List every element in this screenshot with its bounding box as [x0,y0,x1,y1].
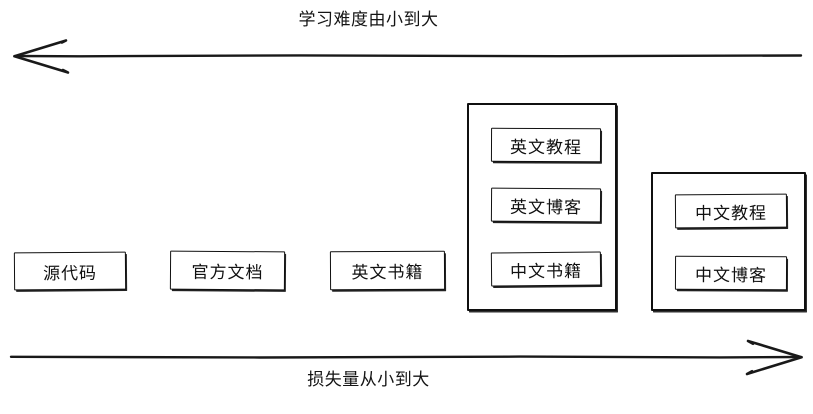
node-source-code[interactable]: 源代码 [13,251,127,291]
node-official-docs[interactable]: 官方文档 [169,250,286,291]
node-chinese-tutorial[interactable]: 中文教程 [674,193,788,229]
node-chinese-blog[interactable]: 中文博客 [674,255,788,291]
node-english-tutorial[interactable]: 英文教程 [490,127,602,163]
difficulty-axis-arrow [13,39,803,74]
node-chinese-books[interactable]: 中文书籍 [490,251,602,287]
group-chinese-resources[interactable]: 中文教程 中文博客 [651,172,806,311]
top-axis-label: 学习难度由小到大 [298,10,439,30]
bottom-axis-label: 损失量从小到大 [307,370,430,390]
node-label: 源代码 [42,263,98,284]
node-label: 中文书籍 [509,261,583,282]
node-label: 英文书籍 [351,262,424,284]
group-english-resources[interactable]: 英文教程 英文博客 中文书籍 [467,103,617,311]
node-english-blog[interactable]: 英文博客 [490,187,602,223]
node-label: 英文博客 [509,197,583,218]
node-label: 中文教程 [694,203,768,224]
node-label: 英文教程 [509,137,583,158]
node-english-books[interactable]: 英文书籍 [329,250,446,291]
node-label: 官方文档 [191,262,264,284]
node-label: 中文博客 [694,265,768,286]
